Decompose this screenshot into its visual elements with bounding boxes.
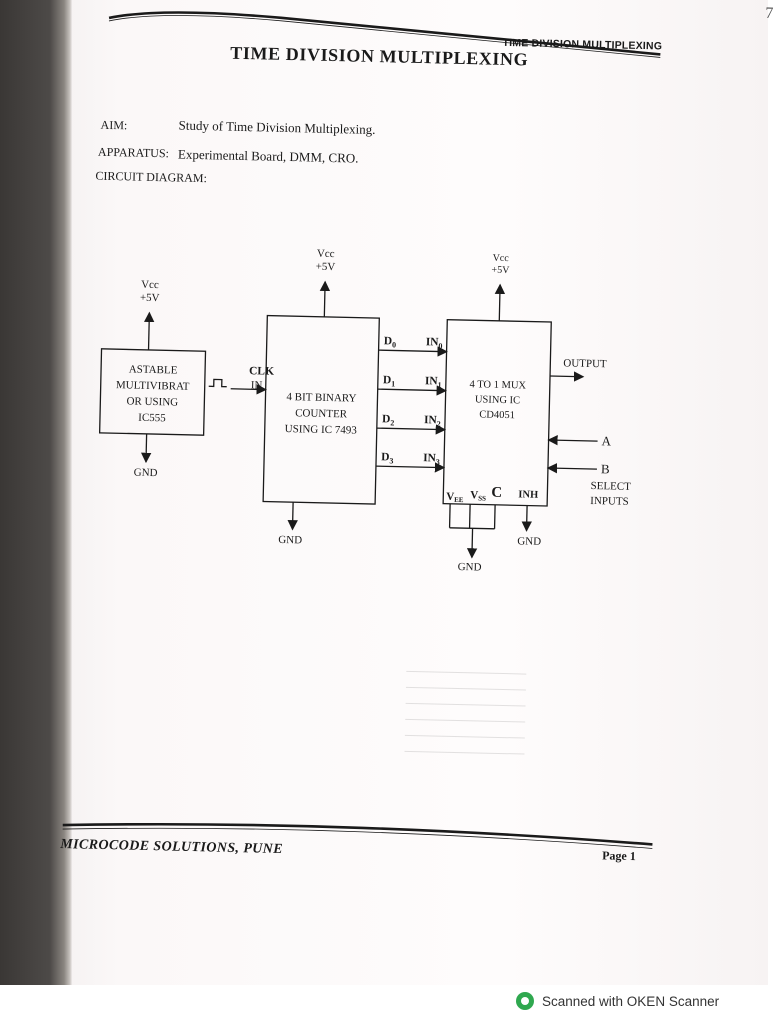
scanner-logo-icon <box>516 992 534 1010</box>
document-sheet: 7 TIME DIVISION MULTIPLEXING TIME DIVISI… <box>59 0 777 994</box>
d0-label: D0 <box>384 335 397 349</box>
astable-line-3: OR USING <box>126 395 178 408</box>
in0-label: IN0 <box>426 336 443 350</box>
pin-inh: INH <box>518 489 538 500</box>
counter-block <box>262 314 380 505</box>
vcc-counter-value: +5V <box>315 261 335 273</box>
pin-vss: VSS <box>470 489 486 502</box>
counter-line-3: USING IC 7493 <box>285 423 358 437</box>
d1-label: D1 <box>383 374 396 388</box>
astable-block <box>98 348 207 436</box>
output-label: OUTPUT <box>563 357 607 370</box>
page-number: Page 1 <box>602 848 636 864</box>
pin-vee: VEE <box>446 491 464 504</box>
footer-rule <box>62 822 653 849</box>
header-rule <box>108 11 661 58</box>
gnd-astable: GND <box>134 467 158 480</box>
counter-line-1: 4 BIT BINARY <box>286 391 356 405</box>
mux-line-1: 4 TO 1 MUX <box>469 379 526 391</box>
d3-label: D3 <box>381 451 394 465</box>
tdm-circuit-diagram: Vcc +5V Vcc +5V Vcc +5V ASTABLE MULTIVIB… <box>98 248 631 574</box>
scanner-text: Scanned with OKEN Scanner <box>542 993 720 1009</box>
astable-line-1: ASTABLE <box>129 363 178 376</box>
gnd-mux-pins: GND <box>458 561 482 574</box>
mux-line-3: CD4051 <box>479 409 515 421</box>
vcc-mux: Vcc <box>493 253 510 264</box>
scanner-watermark: Scanned with OKEN Scanner <box>516 990 719 1012</box>
vcc-counter: Vcc <box>317 248 335 260</box>
vcc-astable: Vcc <box>141 279 159 291</box>
gnd-mux-inh: GND <box>517 535 541 548</box>
vcc-astable-value: +5V <box>140 292 160 304</box>
vcc-mux-value: +5V <box>491 265 510 276</box>
astable-line-2: MULTIVIBRAT <box>116 379 190 393</box>
gnd-counter: GND <box>278 534 302 547</box>
select-a-label: A <box>601 433 611 448</box>
select-b-label: B <box>601 461 610 476</box>
select-inputs-line-2: INPUTS <box>590 495 629 508</box>
bleed-through-table <box>404 655 527 755</box>
select-inputs-line-1: SELECT <box>590 480 631 493</box>
pin-c: C <box>491 485 502 501</box>
counter-line-2: COUNTER <box>295 407 348 420</box>
clock-pulse-icon <box>208 378 227 388</box>
in1-label: IN1 <box>425 375 442 389</box>
d2-label: D2 <box>382 413 395 427</box>
in2-label: IN2 <box>424 414 441 428</box>
in3-label: IN3 <box>423 452 440 466</box>
mux-line-2: USING IC <box>475 394 520 406</box>
clk-in-label: IN <box>251 379 263 391</box>
clk-label: CLK <box>249 365 274 378</box>
scanned-page: 7 TIME DIVISION MULTIPLEXING TIME DIVISI… <box>0 0 774 985</box>
book-binding-shadow <box>0 0 72 985</box>
astable-line-4: IC555 <box>138 412 166 425</box>
